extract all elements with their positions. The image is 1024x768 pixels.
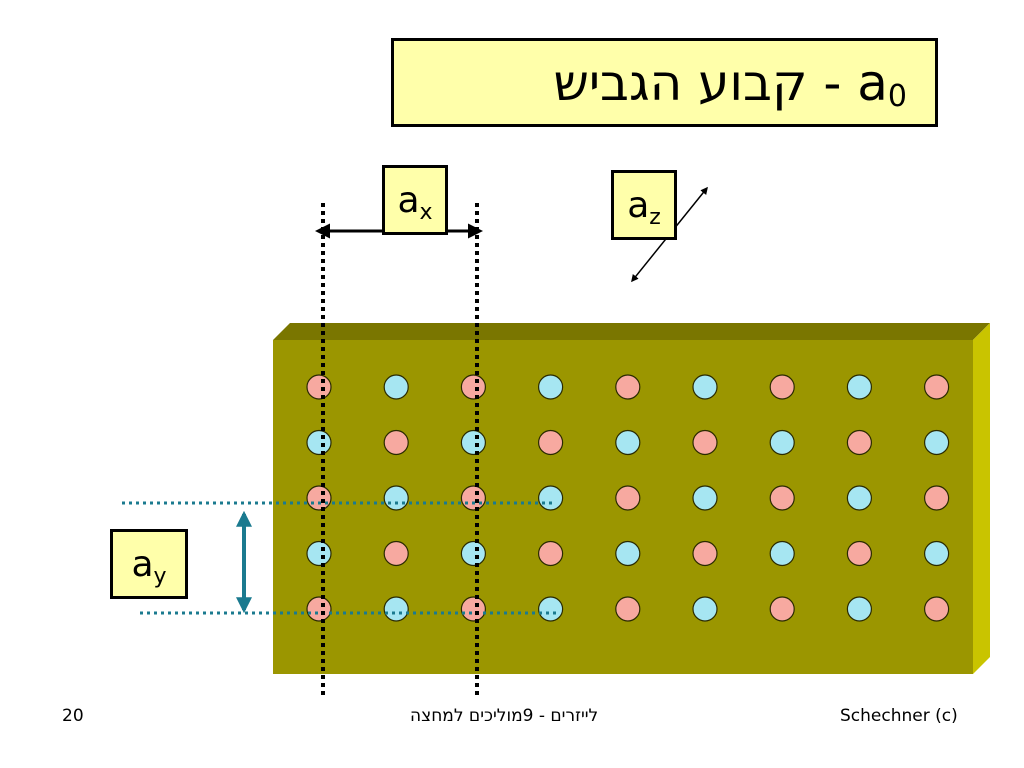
atom-blue: [383, 374, 409, 400]
atom-blue: [306, 429, 332, 456]
az-label-sub: z: [649, 204, 661, 230]
atom-blue: [383, 596, 409, 622]
atom-pink: [615, 374, 641, 400]
atom-blue: [615, 540, 641, 567]
title-text: קבוע הגביש - a: [553, 53, 888, 112]
ay-label-sub: y: [153, 563, 167, 589]
atom-blue: [923, 429, 950, 456]
atom-blue: [615, 429, 641, 456]
atom-blue: [537, 596, 564, 622]
crystal-side-face: [973, 323, 990, 674]
footer-copyright: Schechner (c): [840, 706, 958, 726]
atom-pink: [923, 485, 950, 511]
atom-blue: [537, 374, 564, 400]
atom-pink: [846, 540, 873, 567]
az-label-base: a: [627, 184, 650, 226]
title-subscript: 0: [887, 79, 907, 114]
atom-pink: [537, 540, 564, 567]
atom-blue: [537, 485, 564, 511]
atom-blue: [306, 540, 332, 567]
ay-label-base: a: [131, 543, 154, 585]
atom-pink: [769, 485, 795, 511]
atom-pink: [306, 374, 332, 400]
atom-blue: [460, 540, 486, 567]
atom-pink: [692, 540, 718, 567]
atom-blue: [383, 485, 409, 511]
atom-blue: [692, 596, 718, 622]
atom-blue: [846, 485, 873, 511]
atom-pink: [383, 540, 409, 567]
atom-blue: [692, 374, 718, 400]
atom-pink: [460, 485, 486, 511]
atom-pink: [383, 429, 409, 456]
atom-blue: [846, 596, 873, 622]
atom-pink: [769, 596, 795, 622]
atom-pink: [460, 596, 486, 622]
atom-blue: [769, 540, 795, 567]
atom-blue: [460, 429, 486, 456]
atom-blue: [846, 374, 873, 400]
atom-pink: [460, 374, 486, 400]
atom-pink: [615, 596, 641, 622]
atom-blue: [692, 485, 718, 511]
atom-pink: [923, 374, 950, 400]
atom-pink: [846, 429, 873, 456]
atom-pink: [537, 429, 564, 456]
atom-pink: [692, 429, 718, 456]
ax-label-base: a: [397, 179, 420, 221]
page-number: 20: [62, 706, 84, 726]
atom-grid: [306, 374, 950, 622]
atom-pink: [923, 596, 950, 622]
atom-pink: [615, 485, 641, 511]
atom-pink: [306, 596, 332, 622]
atom-blue: [923, 540, 950, 567]
atom-blue: [769, 429, 795, 456]
crystal-top-face: [273, 323, 990, 340]
ax-label-sub: x: [419, 199, 433, 225]
atom-pink: [769, 374, 795, 400]
footer-course-title: לייזרים - 9מוליכים למחצה: [410, 706, 599, 726]
atom-pink: [306, 485, 332, 511]
